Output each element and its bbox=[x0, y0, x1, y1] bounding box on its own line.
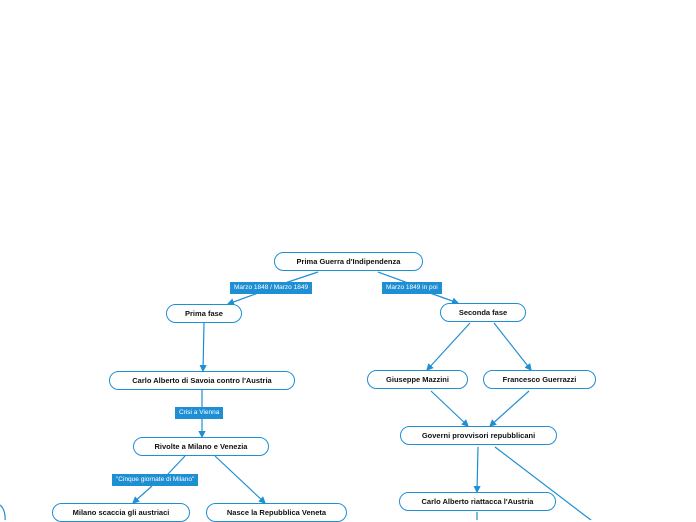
edge-cinque-giornate-to-milano bbox=[132, 485, 153, 504]
edge-marzo-1849-to-seconda-fase bbox=[429, 292, 460, 305]
node-carlo-alberto-savoia[interactable]: Carlo Alberto di Savoia contro l'Austria bbox=[109, 371, 295, 390]
edge-governi-to-offscreen bbox=[494, 446, 592, 520]
node-repubblica-veneta-label: Nasce la Repubblica Veneta bbox=[226, 508, 327, 517]
node-rivolte[interactable]: Rivolte a Milano e Venezia bbox=[133, 437, 269, 456]
edge-root-to-marzo-1849 bbox=[377, 271, 409, 284]
label-crisi-vienna-text: Crisi a Vienna bbox=[179, 409, 220, 416]
node-carlo-alberto-savoia-label: Carlo Alberto di Savoia contro l'Austria bbox=[132, 376, 272, 385]
node-giuseppe-mazzini[interactable]: Giuseppe Mazzini bbox=[367, 370, 468, 389]
edge-root-to-marzo-1848 bbox=[284, 271, 319, 284]
edge-prima-fase-to-carlo-alberto bbox=[199, 322, 207, 373]
offscreen-node-edge bbox=[0, 504, 6, 520]
label-cinque-giornate-text: "Cinque giornate di Milano" bbox=[116, 476, 195, 483]
node-milano-scaccia[interactable]: Milano scaccia gli austriaci bbox=[52, 503, 190, 522]
node-governi-provvisori-label: Governi provvisori repubblicani bbox=[421, 431, 536, 440]
edge-seconda-to-guerrazzi bbox=[493, 322, 532, 371]
node-seconda-fase[interactable]: Seconda fase bbox=[440, 303, 526, 322]
label-cinque-giornate[interactable]: "Cinque giornate di Milano" bbox=[112, 474, 199, 486]
node-prima-guerra[interactable]: Prima Guerra d'Indipendenza bbox=[274, 252, 423, 271]
edge-rivolte-to-cinque-giornate bbox=[167, 455, 186, 475]
node-repubblica-veneta[interactable]: Nasce la Repubblica Veneta bbox=[206, 503, 347, 522]
label-marzo-1849[interactable]: Marzo 1849 in poi bbox=[382, 282, 442, 294]
edge-rivolte-to-repubblica bbox=[214, 455, 266, 504]
edge-seconda-to-mazzini bbox=[426, 322, 471, 371]
label-crisi-vienna[interactable]: Crisi a Vienna bbox=[175, 407, 224, 419]
edge-mazzini-to-governi bbox=[430, 390, 469, 427]
edge-governi-to-carlo-riattacca bbox=[473, 446, 481, 494]
node-carlo-alberto-riattacca[interactable]: Carlo Alberto riattacca l'Austria bbox=[399, 492, 556, 511]
node-governi-provvisori[interactable]: Governi provvisori repubblicani bbox=[400, 426, 557, 445]
node-milano-scaccia-label: Milano scaccia gli austriaci bbox=[72, 508, 170, 517]
label-marzo-1849-text: Marzo 1849 in poi bbox=[386, 284, 438, 291]
node-prima-fase-label: Prima fase bbox=[185, 309, 223, 318]
node-giuseppe-mazzini-label: Giuseppe Mazzini bbox=[386, 375, 449, 384]
edge-guerrazzi-to-governi bbox=[489, 390, 530, 427]
node-francesco-guerrazzi-label: Francesco Guerrazzi bbox=[502, 375, 577, 384]
label-marzo-1848[interactable]: Marzo 1848 / Marzo 1849 bbox=[230, 282, 313, 294]
node-rivolte-label: Rivolte a Milano e Venezia bbox=[154, 442, 248, 451]
node-prima-fase[interactable]: Prima fase bbox=[166, 304, 242, 323]
node-carlo-alberto-riattacca-label: Carlo Alberto riattacca l'Austria bbox=[421, 497, 534, 506]
node-prima-guerra-label: Prima Guerra d'Indipendenza bbox=[296, 257, 401, 266]
edge-marzo-1848-to-prima-fase bbox=[226, 292, 259, 306]
label-marzo-1848-text: Marzo 1848 / Marzo 1849 bbox=[234, 284, 309, 291]
node-francesco-guerrazzi[interactable]: Francesco Guerrazzi bbox=[483, 370, 596, 389]
node-seconda-fase-label: Seconda fase bbox=[458, 308, 508, 317]
